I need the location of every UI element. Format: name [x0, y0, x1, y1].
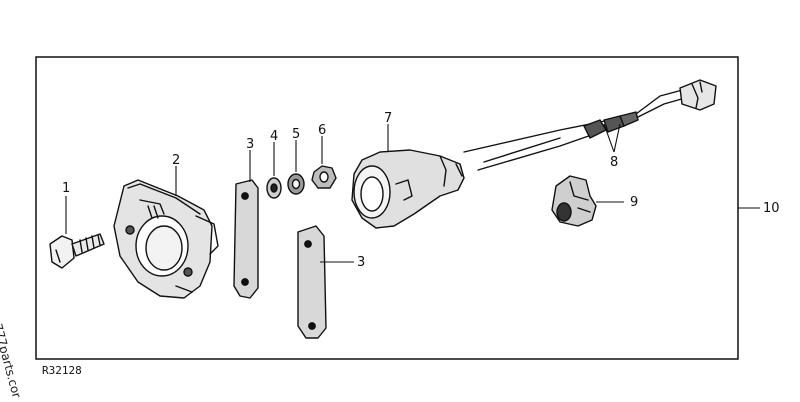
nut-icon	[311, 165, 337, 189]
callout-4: 4	[270, 129, 278, 144]
cap-screw-icon	[49, 233, 105, 269]
boot-icon	[351, 149, 465, 229]
callout-7: 7	[384, 111, 392, 126]
watermark: 777parts.cor	[0, 322, 24, 402]
strap-icon	[233, 179, 259, 299]
leader-8a	[603, 123, 615, 153]
watermark-text: 777parts.cor	[0, 322, 24, 400]
callout-10: 10	[763, 201, 780, 216]
callout-3a: 3	[246, 137, 254, 152]
strap-icon-lower	[297, 225, 327, 339]
lock-washer-icon	[287, 173, 305, 195]
callout-1: 1	[62, 181, 70, 196]
washer-icon	[266, 177, 282, 199]
callout-5: 5	[292, 127, 300, 142]
callout-8: 8	[610, 155, 618, 170]
wire-lead-icon	[463, 79, 717, 171]
leader-8b	[613, 123, 621, 153]
figure-code: R32128	[42, 364, 82, 377]
clip-icon	[551, 175, 597, 227]
callout-6: 6	[318, 123, 326, 138]
callout-9: 9	[630, 195, 638, 210]
callout-3b: 3	[357, 255, 365, 270]
socket-icon	[113, 179, 219, 299]
callout-2: 2	[172, 153, 180, 168]
